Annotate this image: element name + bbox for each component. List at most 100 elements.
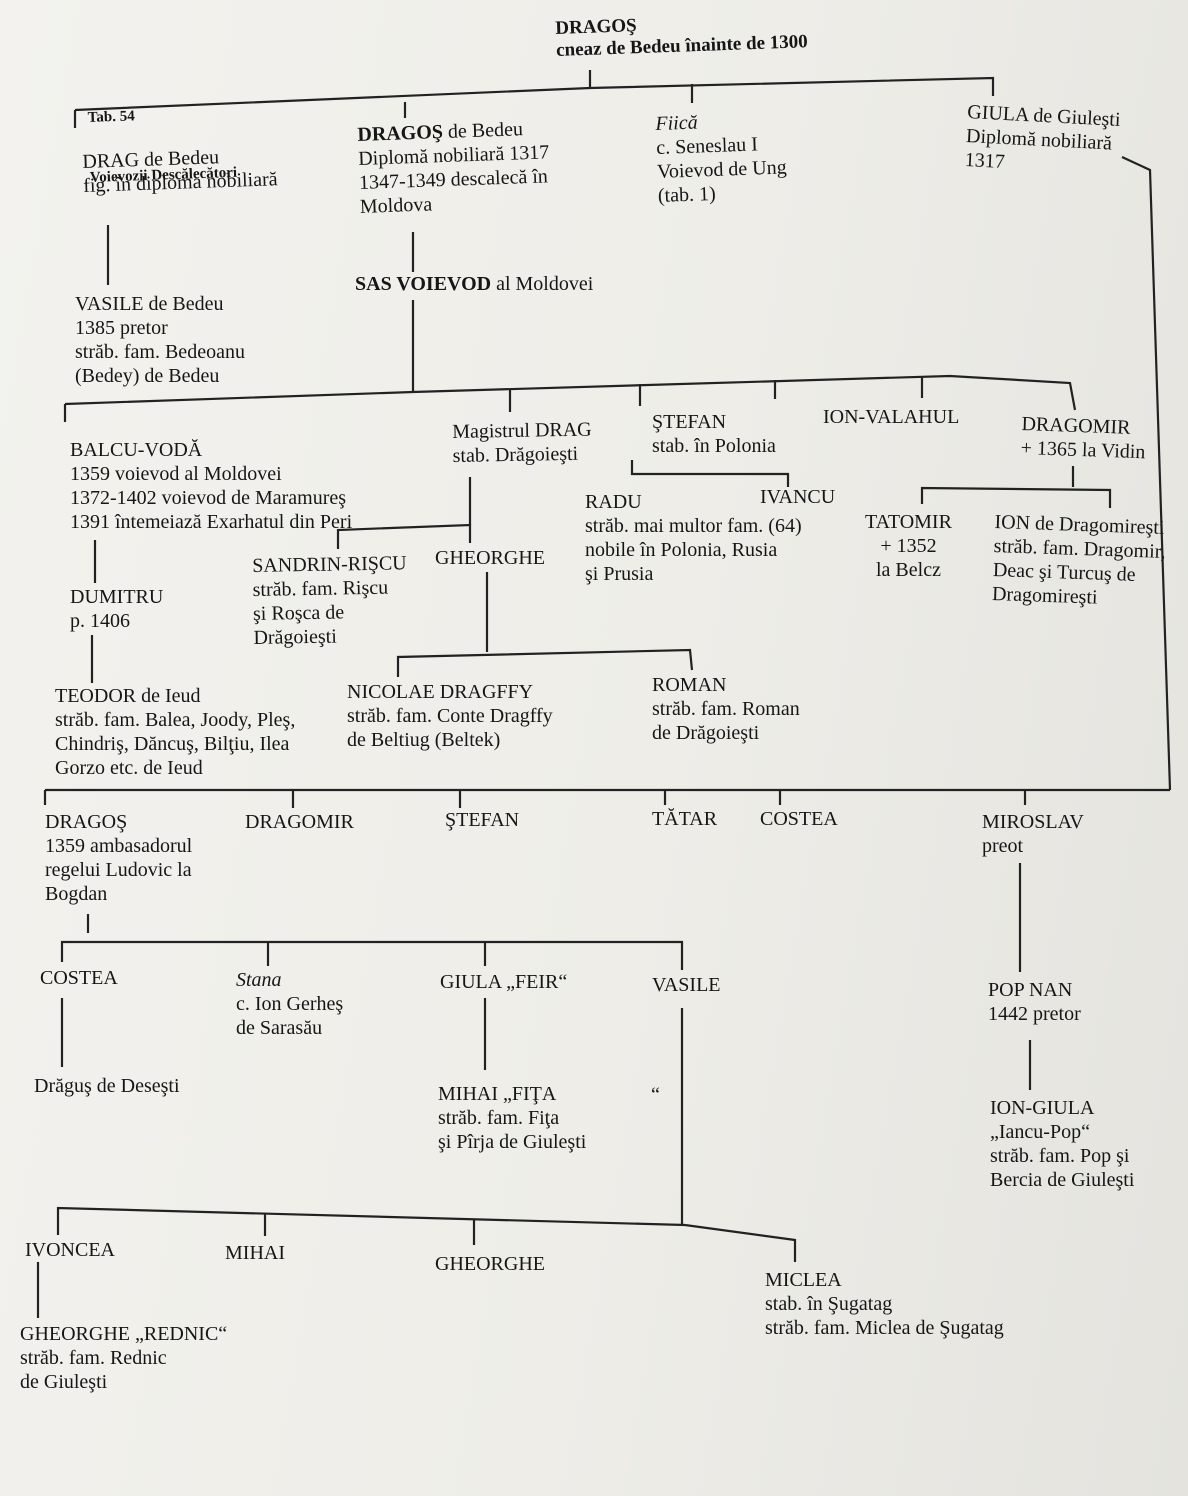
person-detail-line: şi Roşca de <box>252 601 345 625</box>
person-detail-line: Voievod de Ung <box>656 156 788 183</box>
person-node: GHEORGHE <box>435 1252 545 1276</box>
person-name: MIROSLAV <box>982 811 1084 833</box>
person-name: ION-GIULA <box>990 1097 1095 1119</box>
person-name: COSTEA <box>760 808 838 830</box>
person-detail-line: de Giuleşti <box>20 1371 108 1393</box>
person-node: GHEORGHE <box>435 546 545 570</box>
person-detail-line: c. Ion Gerheş <box>236 993 344 1015</box>
person-name-main: DRAGOŞ <box>357 121 444 146</box>
person-node: TĂTAR <box>652 807 717 831</box>
person-detail-line: regelui Ludovic la <box>45 859 192 881</box>
person-detail-line: străb. fam. Pop şi <box>990 1145 1130 1167</box>
person-name: SANDRIN-RIŞCU <box>252 552 407 577</box>
person-name: DUMITRU <box>70 586 164 608</box>
person-detail-line: Drăgoieşti <box>253 625 337 649</box>
person-name: VASILE de Bedeu <box>75 293 224 315</box>
connector <box>64 374 1077 411</box>
person-name-main: SAS VOIEVOD <box>355 273 492 295</box>
person-node: IVONCEA <box>25 1238 115 1262</box>
person-detail-line: „Iancu-Pop“ <box>990 1121 1090 1143</box>
person-detail-line: străb. fam. Rişcu <box>252 576 389 601</box>
person-detail-line: străb. fam. Miclea de Şugatag <box>765 1317 1004 1339</box>
person-node: ION-VALAHUL <box>823 405 959 429</box>
person-detail-line: şi Pîrja de Giuleşti <box>438 1131 587 1153</box>
person-detail-line: Chindriş, Dăncuş, Bilţiu, Ilea <box>55 733 290 755</box>
person-detail-line: străb. fam. Rednic <box>20 1347 167 1369</box>
connector <box>56 1206 797 1262</box>
person-name: Magistrul DRAG <box>452 418 592 443</box>
person-detail-line: (tab. 1) <box>657 182 717 207</box>
person-name: MIHAI „FIŢA <box>438 1083 557 1105</box>
person-name: “ <box>651 1084 660 1106</box>
person-name: MIHAI <box>225 1242 285 1264</box>
person-name: ROMAN <box>652 674 727 696</box>
person-node: Drăguş de Deseşti <box>34 1074 180 1098</box>
person-detail-line: stab. în Şugatag <box>765 1293 893 1315</box>
person-name: COSTEA <box>40 967 118 989</box>
person-detail-line: 1385 pretor <box>75 317 168 339</box>
connector <box>60 940 684 970</box>
person-name: TEODOR de Ieud <box>55 685 201 707</box>
person-detail-line: străb. fam. Fiţa <box>438 1107 560 1129</box>
person-node: VASILE <box>652 973 721 997</box>
person-name: IVANCU <box>760 486 836 508</box>
person-detail-line: străb. fam. Conte Dragffy <box>347 705 553 727</box>
person-node: DRAGOMIR <box>245 810 354 834</box>
person-detail-line: stab. Drăgoieşti <box>452 442 579 467</box>
person-name: TATOMIR <box>865 511 952 533</box>
person-detail-line: la Belcz <box>875 559 941 581</box>
person-name: NICOLAE DRAGFFY <box>347 681 534 703</box>
person-name: GIULA „FEIR“ <box>440 971 568 993</box>
person-node: ŞTEFAN <box>445 808 519 832</box>
person-name: SAS VOIEVOD al Moldovei <box>355 272 593 296</box>
person-node: “ <box>651 1083 660 1107</box>
person-node: GIULA „FEIR“ <box>440 970 567 994</box>
person-detail-line: străb. mai multor fam. (64) <box>585 515 802 537</box>
person-name: GHEORGHE <box>435 547 545 569</box>
person-name: BALCU-VODĂ <box>70 439 203 461</box>
connector <box>1121 156 1172 791</box>
person-name-suffix: al Moldovei <box>491 273 594 295</box>
connector <box>630 460 790 487</box>
person-name: Stana <box>236 969 282 991</box>
person-detail-line: + 1352 <box>880 535 937 557</box>
person-detail-line: + 1365 la Vidin <box>1020 436 1146 464</box>
person-detail-line: stab. în Polonia <box>652 435 776 457</box>
person-detail-line: 1359 voievod al Moldovei <box>70 463 282 485</box>
person-name: RADU <box>585 491 642 513</box>
person-name: IVONCEA <box>25 1239 115 1261</box>
connector <box>920 486 1112 508</box>
person-name: Drăguş de Deseşti <box>34 1075 180 1097</box>
connector <box>336 523 472 549</box>
connector <box>396 648 694 677</box>
person-detail-line: preot <box>982 835 1024 857</box>
person-node: IVANCU <box>760 485 835 509</box>
table-number: Tab. 54 <box>87 108 135 126</box>
person-detail-line: şi Prusia <box>585 563 654 585</box>
person-detail-line: străb. fam. Balea, Joody, Pleş, <box>55 709 296 731</box>
person-name: ION-VALAHUL <box>823 406 960 428</box>
person-name: DRAGOŞ <box>45 811 128 833</box>
